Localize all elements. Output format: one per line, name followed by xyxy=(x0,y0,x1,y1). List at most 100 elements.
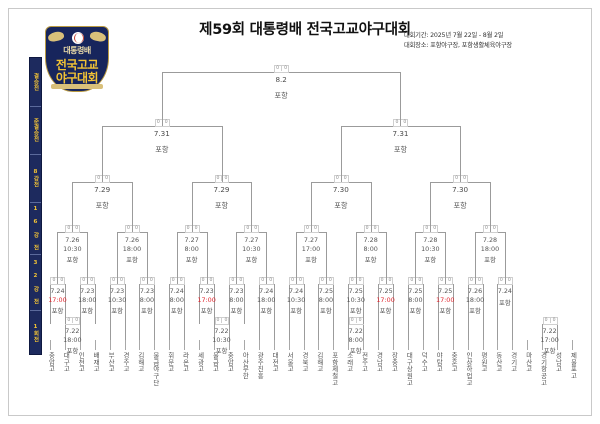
team-label[interactable]: 소래고 xyxy=(345,352,354,373)
team-label[interactable]: 배재고 xyxy=(92,352,101,373)
match-venue: 포항 xyxy=(66,256,79,264)
team-label[interactable]: 전주고 xyxy=(360,352,369,373)
team-tick xyxy=(542,340,544,350)
team-label[interactable]: 인상하업고 xyxy=(464,352,473,386)
team-label[interactable]: 라온고 xyxy=(181,352,190,373)
r32-leg xyxy=(318,284,320,340)
team-label[interactable]: 대전고 xyxy=(271,352,280,373)
team-label[interactable]: 광주진흥 xyxy=(256,352,265,380)
team-label[interactable]: 대구상원고 xyxy=(405,352,414,386)
team-label[interactable]: 평원고 xyxy=(479,352,488,373)
r32-leg xyxy=(199,284,201,324)
match-date: 7.24 xyxy=(497,287,512,295)
team-label[interactable]: 포항제철고 xyxy=(330,352,339,386)
team-label[interactable]: 성남고 xyxy=(554,352,563,373)
match-venue: 포항 xyxy=(111,307,123,315)
r32-leg xyxy=(64,284,66,324)
team-label[interactable]: 인천고 xyxy=(77,352,86,373)
team-label[interactable]: 대구고 xyxy=(62,352,71,373)
team-label[interactable]: 부산고 xyxy=(107,352,116,373)
round-label-text: 1회전 xyxy=(32,324,39,343)
match-venue: 포항 xyxy=(305,256,317,264)
team-label[interactable]: 김해고 xyxy=(315,352,324,373)
team-label[interactable]: 물금야구단 xyxy=(151,352,160,386)
team-label[interactable]: 동산고 xyxy=(494,352,503,373)
team-label[interactable]: 경기항공고 xyxy=(539,352,548,386)
team-label[interactable]: 김해고 xyxy=(136,352,145,373)
team-tick xyxy=(109,340,111,350)
team-label[interactable]: 덕수고 xyxy=(420,352,429,373)
match-venue: 포항 xyxy=(185,256,198,264)
qf-leg xyxy=(251,182,253,232)
team-label[interactable]: 휘문고 xyxy=(166,352,175,373)
match-date: 7.23 xyxy=(229,287,244,295)
match-venue: 포항 xyxy=(260,307,273,315)
team-label[interactable]: 장충고 xyxy=(390,352,399,373)
team-label[interactable]: 충훈고 xyxy=(450,352,459,373)
team-label[interactable]: 경주고 xyxy=(121,352,130,373)
match-time: 8:00 xyxy=(139,295,155,304)
match-time: 18:00 xyxy=(480,244,500,253)
round-label-1: 준결승전 xyxy=(30,106,41,154)
emblem-line-3: 야구대회 xyxy=(55,71,99,85)
r16-leg xyxy=(236,232,238,284)
r16-leg xyxy=(296,232,298,284)
match-date: 7.25 xyxy=(378,287,393,295)
team-tick xyxy=(243,340,245,350)
team-label[interactable]: 서울고 xyxy=(286,352,295,373)
team-label[interactable]: 마산고 xyxy=(524,352,533,373)
team-tick xyxy=(273,340,275,350)
match-date: 7.24 xyxy=(288,287,304,295)
team-label[interactable]: 충암고 xyxy=(47,352,56,373)
team-label[interactable]: 제물포고 xyxy=(569,352,578,380)
team-label[interactable]: 경북고 xyxy=(300,352,309,373)
match-date: 7.22 xyxy=(542,327,557,335)
round-label-0: 결승전 xyxy=(30,58,41,106)
team-label[interactable]: 충암고 xyxy=(226,352,235,373)
match-time: 10:30 xyxy=(63,244,82,253)
team-label[interactable]: 세광고 xyxy=(196,352,205,373)
team-label[interactable]: 아산무한 xyxy=(241,352,250,380)
match-venue: 포항 xyxy=(215,347,228,355)
team-label[interactable]: 경기고 xyxy=(509,352,518,373)
team-label[interactable]: 경남고 xyxy=(375,352,384,373)
team-label[interactable]: 야탑고 xyxy=(435,352,444,373)
match-venue: 포항 xyxy=(453,200,467,210)
team-label[interactable]: 물금고 xyxy=(211,352,220,373)
